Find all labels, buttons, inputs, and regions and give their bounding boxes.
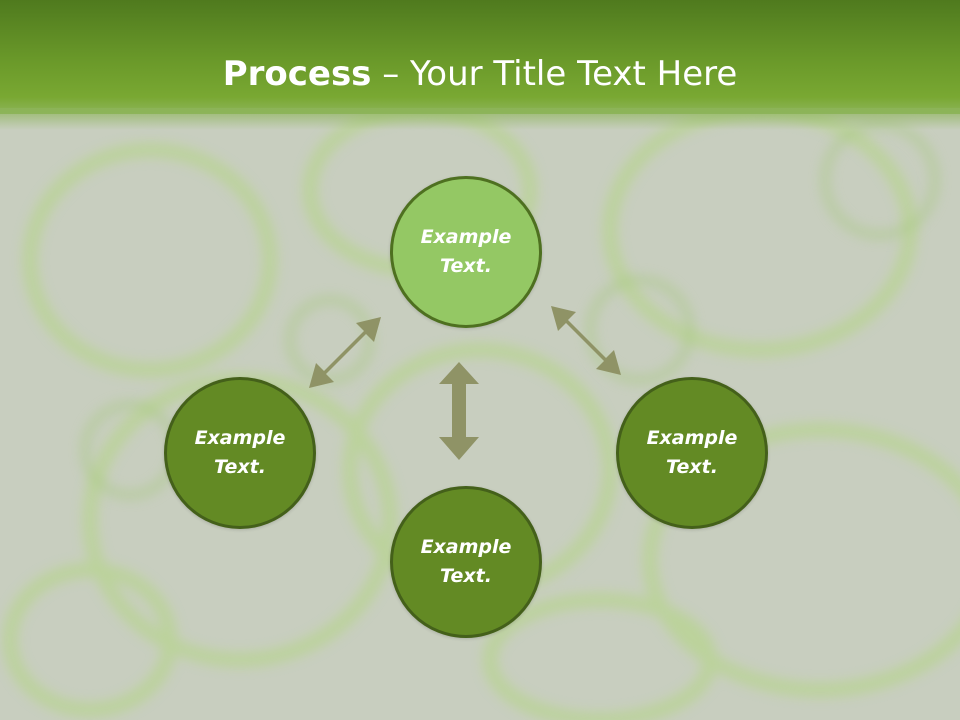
process-node-top-label: Example Text. [420,226,512,277]
process-node-left-label: Example Text. [194,427,286,478]
process-node-right-label: Example Text. [646,427,738,478]
process-node-bottom[interactable]: Example Text. [390,486,542,638]
title-bar-fade [0,108,960,130]
title-bold-part: Process [222,54,372,94]
process-node-top[interactable]: Example Text. [390,176,542,328]
double-arrow-vertical-icon[interactable] [439,362,479,460]
double-arrow-right-icon[interactable] [551,306,621,375]
slide-title[interactable]: Process – Your Title Text Here [0,52,960,96]
double-arrow-left-icon[interactable] [309,317,381,388]
process-node-right[interactable]: Example Text. [616,377,768,529]
title-bar [0,0,960,114]
process-node-left[interactable]: Example Text. [164,377,316,529]
title-rest-part: – Your Title Text Here [371,54,738,94]
process-node-bottom-label: Example Text. [420,536,512,587]
